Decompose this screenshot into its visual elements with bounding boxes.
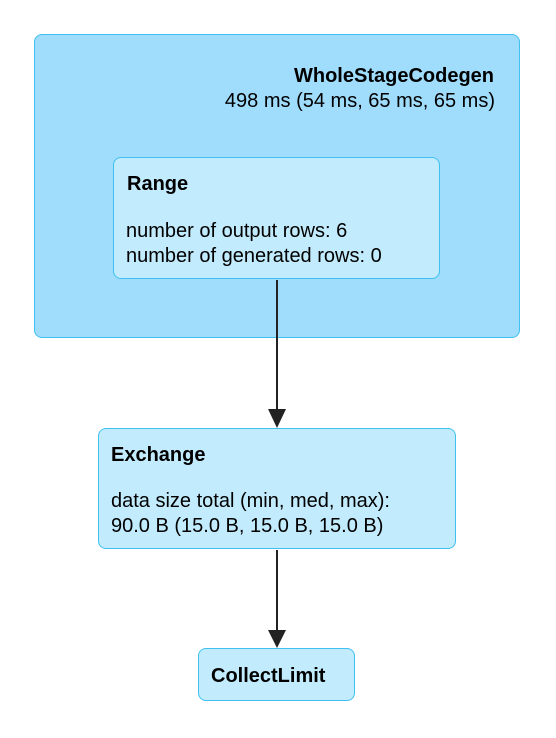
exchange-data-size-values: 90.0 B (15.0 B, 15.0 B, 15.0 B) [111, 515, 384, 537]
collectlimit-node-title: CollectLimit [211, 665, 326, 687]
exchange-data-size-label: data size total (min, med, max): [111, 490, 390, 512]
arrowhead-icon [268, 409, 286, 428]
range-output-rows-metric: number of output rows: 6 [126, 220, 348, 242]
collectlimit-node[interactable]: CollectLimit [198, 648, 355, 701]
cluster-title: WholeStageCodegen [293, 65, 494, 87]
range-node[interactable]: Range number of output rows: 6 number of… [113, 157, 440, 279]
exchange-node[interactable]: Exchange data size total (min, med, max)… [98, 428, 456, 549]
edge-exchange-to-collectlimit [268, 550, 286, 648]
range-node-title: Range [127, 173, 189, 195]
cluster-duration-metric: 498 ms (54 ms, 65 ms, 65 ms) [224, 90, 495, 112]
exchange-node-title: Exchange [111, 444, 206, 466]
range-generated-rows-metric: number of generated rows: 0 [126, 245, 382, 267]
edge-range-to-exchange [268, 280, 286, 428]
arrowhead-icon [268, 630, 286, 648]
